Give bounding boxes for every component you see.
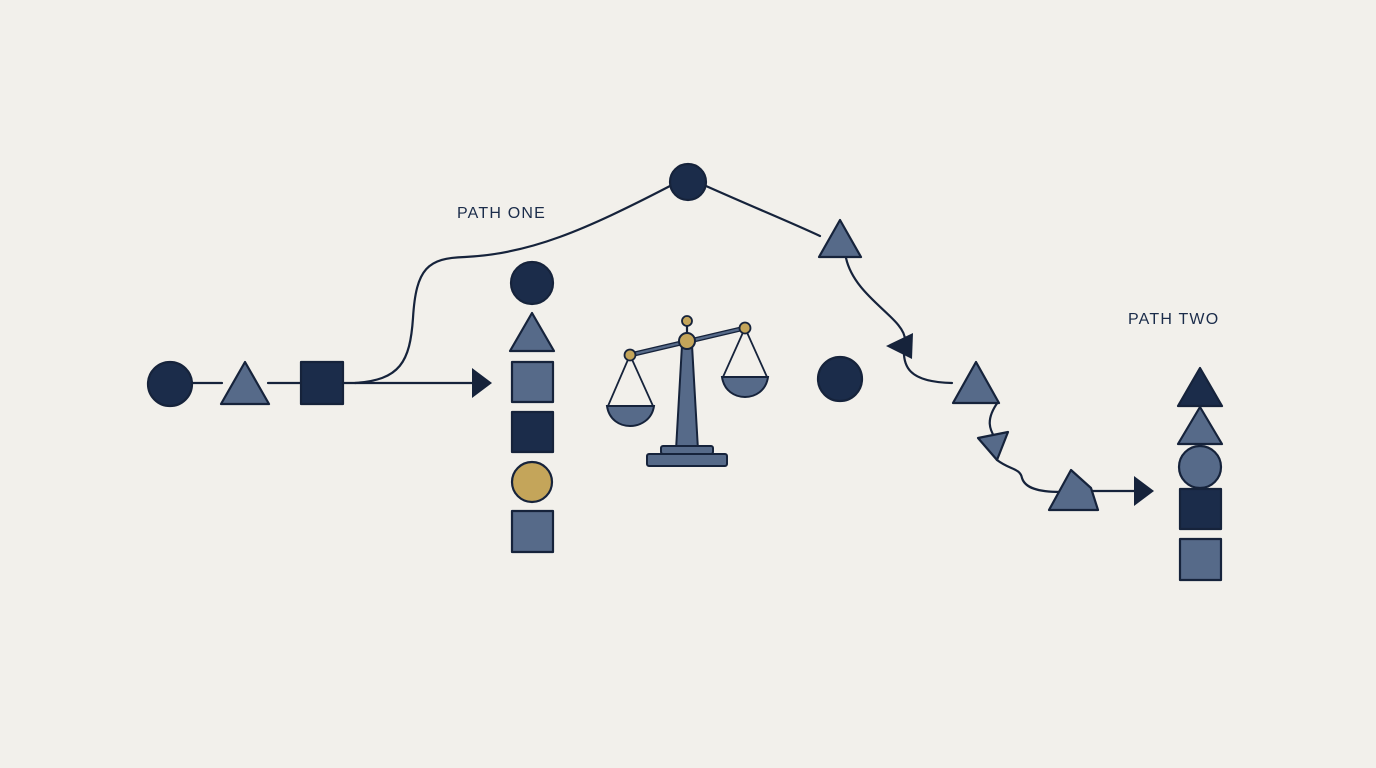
stack-one-square-navy: [510, 410, 555, 454]
path-two-curve: [704, 184, 1137, 494]
stack-one-square-bottom: [510, 509, 555, 554]
stack-one-circle-gold: [510, 460, 554, 504]
path-two-triangle-1: [817, 218, 863, 259]
path-two-label: PATH TWO: [1128, 311, 1219, 328]
path-one-label: PATH ONE: [457, 205, 546, 222]
start-square: [299, 360, 345, 406]
path-two-triangle-3: [976, 430, 1010, 462]
balance-scale-icon: [605, 315, 770, 467]
path-two-arrowhead-icon: [886, 333, 913, 359]
path-peak-circle: [668, 162, 708, 202]
path-one-curve: [353, 184, 672, 385]
start-triangle: [219, 360, 271, 406]
stack-one-triangle: [508, 311, 556, 353]
stack-two-square-slate: [1178, 537, 1223, 582]
path-two-quad: [1047, 468, 1100, 512]
stack-one-square-slate: [510, 360, 555, 404]
stack-two-square-navy: [1178, 487, 1223, 531]
decision-circle: [816, 355, 864, 403]
stack-one-circle-top: [509, 260, 555, 306]
stack-two-circle: [1177, 444, 1223, 490]
end-arrowhead-icon: [1134, 476, 1154, 506]
path-two-triangle-2: [951, 360, 1001, 405]
stack-two-triangle-slate: [1176, 405, 1224, 446]
start-arrowhead-icon: [472, 368, 492, 398]
start-circle: [146, 360, 194, 408]
stack-two-triangle-navy: [1176, 366, 1224, 408]
